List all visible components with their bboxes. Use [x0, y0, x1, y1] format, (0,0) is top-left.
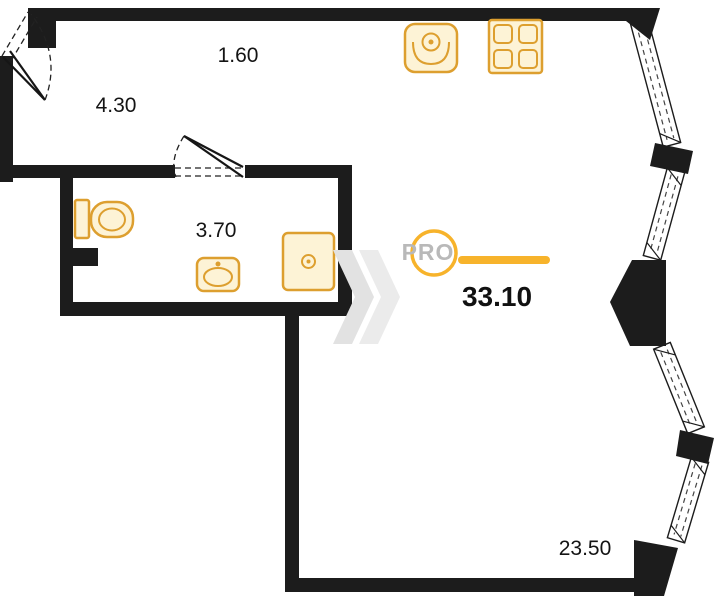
window-icon — [652, 341, 706, 435]
window-icon — [666, 456, 710, 544]
wall-top — [56, 8, 636, 21]
shower-icon — [281, 231, 336, 292]
entry-door — [1, 11, 52, 101]
wall-left — [0, 56, 13, 182]
wall-bathroom-shaft — [60, 248, 98, 266]
stove-icon — [487, 18, 544, 75]
label-hall-area: 4.30 — [96, 94, 137, 117]
wall-bathroom-right — [338, 178, 352, 316]
wall-pier-2 — [676, 430, 714, 464]
label-corridor-area: 1.60 — [218, 44, 259, 67]
brand-name: PRO — [402, 239, 455, 265]
watermark-logo — [333, 250, 400, 344]
wall-bathroom-bottom — [60, 302, 352, 316]
door-swing-arc — [173, 135, 185, 178]
wall-corner-block — [28, 8, 56, 48]
label-room-area: 23.50 — [559, 537, 612, 560]
door-swing-arc — [30, 13, 52, 101]
label-total-area: 33.10 — [462, 281, 532, 312]
toilet-icon — [73, 198, 135, 240]
label-bathroom-area: 3.70 — [196, 219, 237, 242]
watermark-chevron — [333, 250, 374, 344]
wall-room-left — [285, 302, 299, 592]
wall-bottom-right-corner — [634, 540, 678, 596]
wall-hall-bottom-right — [245, 165, 352, 178]
window-icon — [642, 166, 686, 262]
brand-lockup: PRO — [402, 229, 550, 277]
wall-top-right-chunk — [626, 8, 660, 40]
bathroom-door — [173, 135, 245, 178]
walls — [0, 8, 714, 596]
window-icon — [628, 14, 682, 148]
wall-facade-mass — [610, 260, 666, 346]
kitchen-sink-icon — [403, 22, 459, 74]
wall-bottom — [285, 578, 645, 592]
accent-underline — [458, 256, 550, 264]
wall-pier-1 — [650, 143, 693, 174]
wall-hall-bottom-left — [0, 165, 175, 178]
washbasin-icon — [195, 256, 241, 293]
brand-ring-icon — [410, 229, 458, 277]
watermark-chevron — [359, 250, 400, 344]
wall-bathroom-left — [60, 178, 73, 316]
